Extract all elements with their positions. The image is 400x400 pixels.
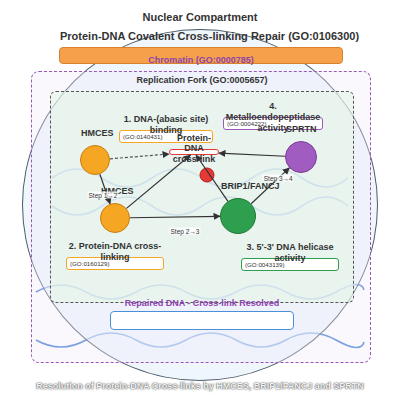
connector-arrow <box>219 153 285 156</box>
node-label: 2. Protein-DNA cross-linking <box>67 239 163 263</box>
connector-arrow <box>127 155 191 208</box>
protein-circle: HMCES <box>100 203 130 233</box>
nucleus-circle: Nuclear CompartmentProtein-DNA Covalent … <box>22 29 378 381</box>
node-label: Protein-DNA Covalent Cross-linking Repai… <box>60 29 342 44</box>
node-label: Nuclear Compartment <box>23 11 377 23</box>
node-label: Repaired DNA - Cross-link Resolved <box>111 293 293 312</box>
node-label: 3. 5'-3' DNA helicase activity <box>242 240 338 264</box>
connector-arrow <box>110 154 169 159</box>
region-box: Chromatin (GO:0000785)Replication Fork (… <box>31 71 371 363</box>
protein-circle: BRIP1/FANCJ <box>220 198 256 234</box>
connector-arrow <box>130 216 220 217</box>
node-label: HMCES <box>101 185 129 197</box>
node-label: Protein-DNA cross-link <box>170 131 218 164</box>
protein-circle: HMCES <box>80 145 110 175</box>
node-label: SPRTN <box>286 123 316 135</box>
node-label: HMCES <box>81 127 109 139</box>
node-label: Chromatin (GO:0000785) <box>32 53 370 65</box>
node-label: 1. DNA-(abasic site) binding <box>120 112 212 136</box>
connector-arrow <box>251 168 289 204</box>
region-box: Replication Fork (GO:0005657)HMCES1. DNA… <box>50 91 354 303</box>
step-label: Step 3→4 <box>263 174 294 181</box>
connector-arrow <box>100 174 110 204</box>
step-label: Step 2→3 <box>170 228 201 235</box>
node-label: Replication Fork (GO:0005657) <box>51 73 353 85</box>
crosslink-dot <box>200 168 214 182</box>
caption: Resolution of Protein-DNA Cross-links by… <box>0 381 400 391</box>
step-label: Step 1→2 <box>88 192 119 199</box>
connector-arrow <box>196 155 228 201</box>
result-box: Repaired DNA - Cross-link Resolved <box>110 311 294 330</box>
function-box: 2. Protein-DNA cross-linking(GO:0160129) <box>66 257 164 270</box>
protein-circle: SPRTN <box>285 141 317 173</box>
node-label: BRIP1/FANCJ <box>221 180 255 192</box>
function-box: 3. 5'-3' DNA helicase activity(GO:004313… <box>241 258 339 271</box>
crosslink-box: Protein-DNA cross-link <box>169 149 219 155</box>
